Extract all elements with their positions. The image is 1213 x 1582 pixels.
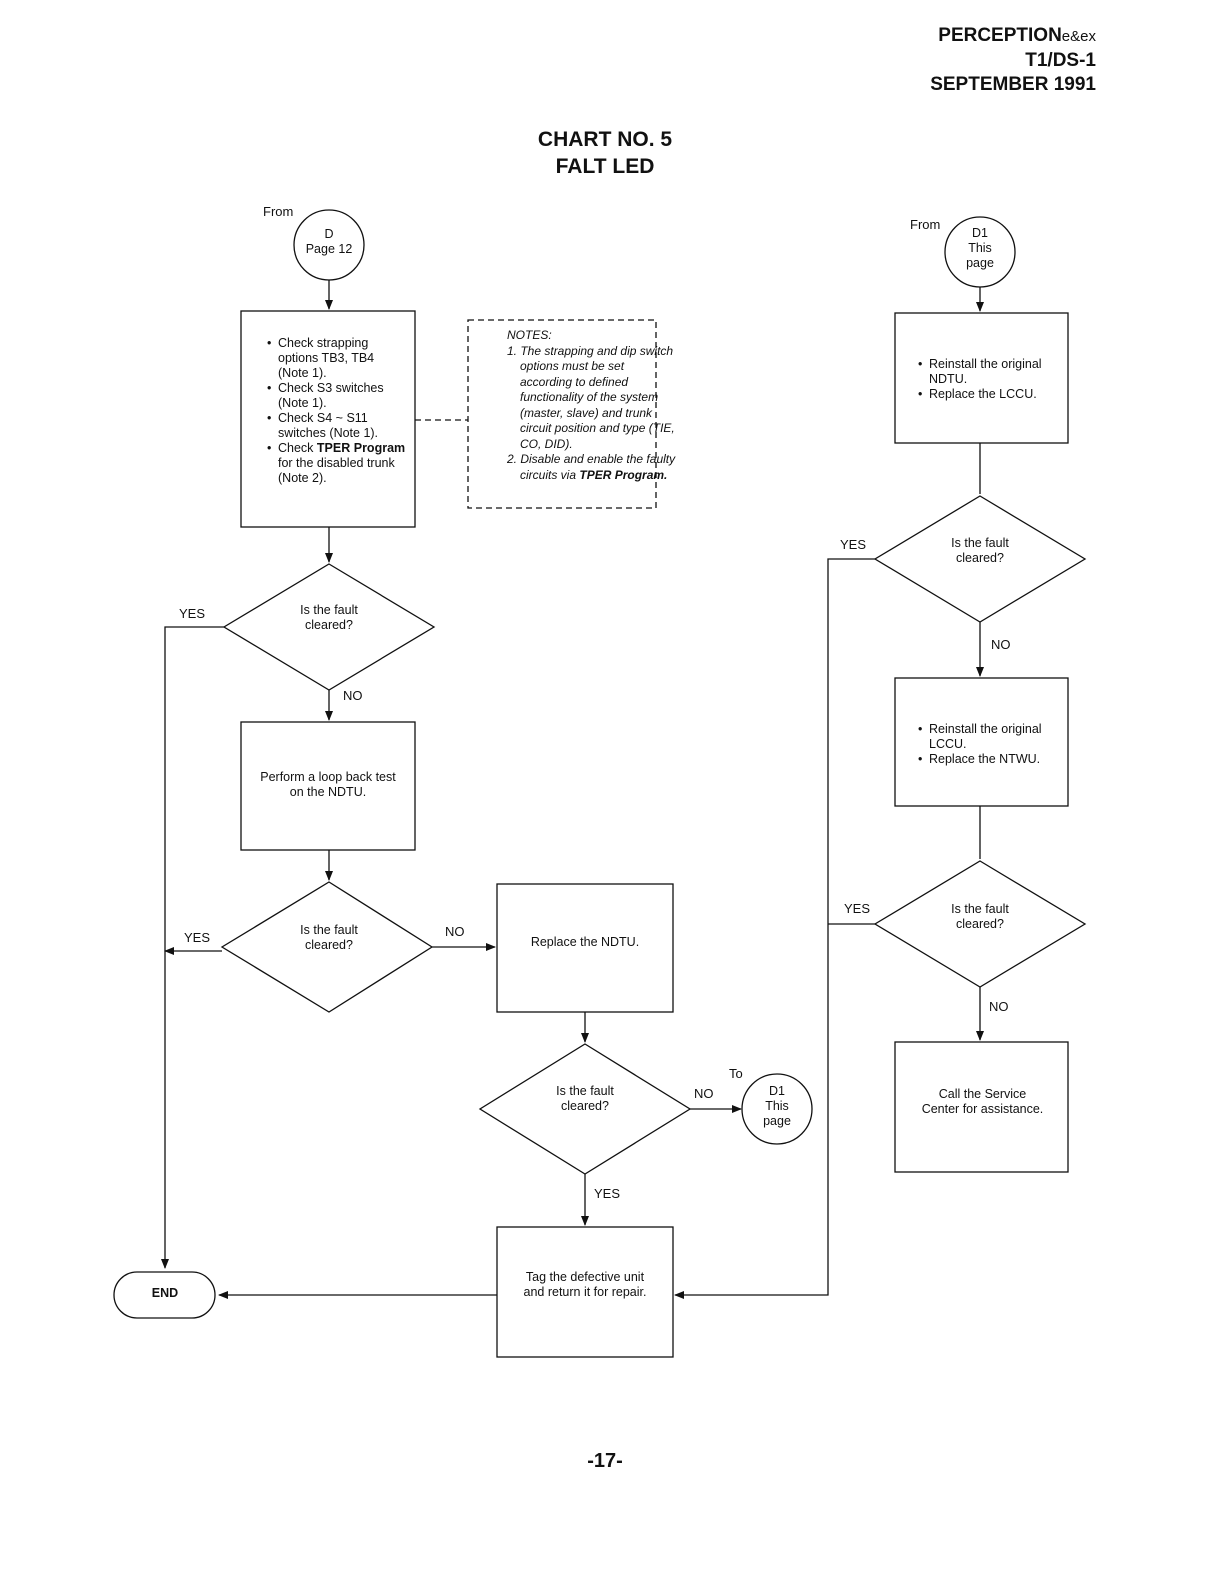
to-connector-line3: page <box>763 1114 791 1128</box>
call-service-center-text: Call the Service Center for assistance. <box>921 1087 1044 1116</box>
right-connector-line1: D1 <box>972 226 988 240</box>
reinstall-lccu-item-1: Reinstall the original LCCU. <box>918 722 1063 752</box>
end-terminator <box>113 1271 216 1319</box>
notes-box <box>467 319 657 509</box>
replace-ndtu-text: Replace the NDTU. <box>530 935 640 949</box>
to-label: To <box>729 1066 743 1081</box>
note-2: 2. Disable and enable the faulty circuit… <box>507 452 679 483</box>
right-from-label: From <box>910 217 941 232</box>
to-connector-line1: D1 <box>769 1084 785 1098</box>
decision-5-text: Is the fault cleared? <box>951 902 1009 931</box>
decision-4-yes: YES <box>840 537 867 552</box>
decision-3-no: NO <box>694 1086 714 1101</box>
reinstall-lccu-box <box>894 677 1069 807</box>
tag-defective-text: Tag the defective unit and return it for… <box>523 1270 647 1299</box>
note-1: 1. The strapping and dip switch options … <box>507 343 675 451</box>
tag-defective-box <box>496 1226 674 1358</box>
connector-page: Page 12 <box>305 242 353 256</box>
product-suffix: e&ex <box>1061 28 1096 45</box>
right-connector-line2: This <box>968 241 992 255</box>
check-item-4-pre: Check <box>278 441 314 455</box>
product-name: PERCEPTION <box>938 25 1062 46</box>
document-header: PERCEPTIONe&ex T1/DS-1 SEPTEMBER 1991 <box>930 24 1096 97</box>
reinstall-ndtu-text: Reinstall the original NDTU. Replace the… <box>918 357 1063 402</box>
header-date: SEPTEMBER 1991 <box>930 74 1096 95</box>
loopback-text: Perform a loop back test on the NDTU. <box>260 770 396 799</box>
check-item-4: Check TPER Program for the disabled trun… <box>267 441 407 486</box>
decision-1-no: NO <box>343 688 363 703</box>
call-service-center-box <box>894 1041 1069 1173</box>
header-standard: T1/DS-1 <box>1025 50 1096 71</box>
to-connector-text: D1 This page <box>742 1084 812 1129</box>
to-connector-line2: This <box>765 1099 789 1113</box>
from-label: From <box>263 204 294 219</box>
decision-3-text: Is the fault cleared? <box>556 1084 614 1113</box>
check-item-1: Check strapping options TB3, TB4 (Note 1… <box>267 336 407 381</box>
check-item-4-bold: TPER Program <box>316 441 406 455</box>
check-options-box <box>240 310 416 528</box>
reinstall-ndtu-item-2: Replace the LCCU. <box>918 387 1063 402</box>
decision-fault-cleared-2 <box>220 881 434 1013</box>
reinstall-ndtu-item-1: Reinstall the original NDTU. <box>918 357 1063 387</box>
notes-text: NOTES: 1. The strapping and dip switch o… <box>507 328 679 483</box>
notes-heading: NOTES: <box>507 328 552 342</box>
reinstall-ndtu-box <box>894 312 1069 444</box>
chart-title: CHART NO. 5 FALT LED <box>460 126 750 180</box>
decision-2-text: Is the fault cleared? <box>300 923 358 952</box>
note-2-bold: TPER Program. <box>579 467 668 482</box>
decision-2-no: NO <box>445 924 465 939</box>
check-options-text: Check strapping options TB3, TB4 (Note 1… <box>267 336 407 486</box>
page-number: -17- <box>587 1450 623 1472</box>
decision-1-yes: YES <box>179 606 206 621</box>
end-text: END <box>151 1286 179 1300</box>
check-item-2: Check S3 switches (Note 1). <box>267 381 407 411</box>
decision-3-yes: YES <box>594 1186 621 1201</box>
note-2-text: 2. Disable and enable the faulty circuit… <box>507 452 676 482</box>
to-connector-d1 <box>741 1073 813 1145</box>
check-item-4-post: for the disabled trunk (Note 2). <box>278 456 395 485</box>
decision-2-yes: YES <box>184 930 211 945</box>
check-item-3: Check S4 ~ S11 switches (Note 1). <box>267 411 407 441</box>
loopback-test-box <box>240 721 416 851</box>
decision-4-text: Is the fault cleared? <box>951 536 1009 565</box>
from-connector-text: D Page 12 <box>294 227 364 257</box>
chart-number: CHART NO. 5 <box>537 128 673 151</box>
right-connector-line3: page <box>966 256 994 270</box>
decision-5-yes: YES <box>844 901 871 916</box>
decision-4-no: NO <box>991 637 1011 652</box>
reinstall-lccu-item-2: Replace the NTWU. <box>918 752 1063 767</box>
right-connector-text: D1 This page <box>945 226 1015 271</box>
connector-letter: D <box>324 227 334 241</box>
decision-5-no: NO <box>989 999 1009 1014</box>
reinstall-lccu-text: Reinstall the original LCCU. Replace the… <box>918 722 1063 767</box>
decision-1-text: Is the fault cleared? <box>300 603 358 632</box>
chart-subject: FALT LED <box>555 155 655 178</box>
